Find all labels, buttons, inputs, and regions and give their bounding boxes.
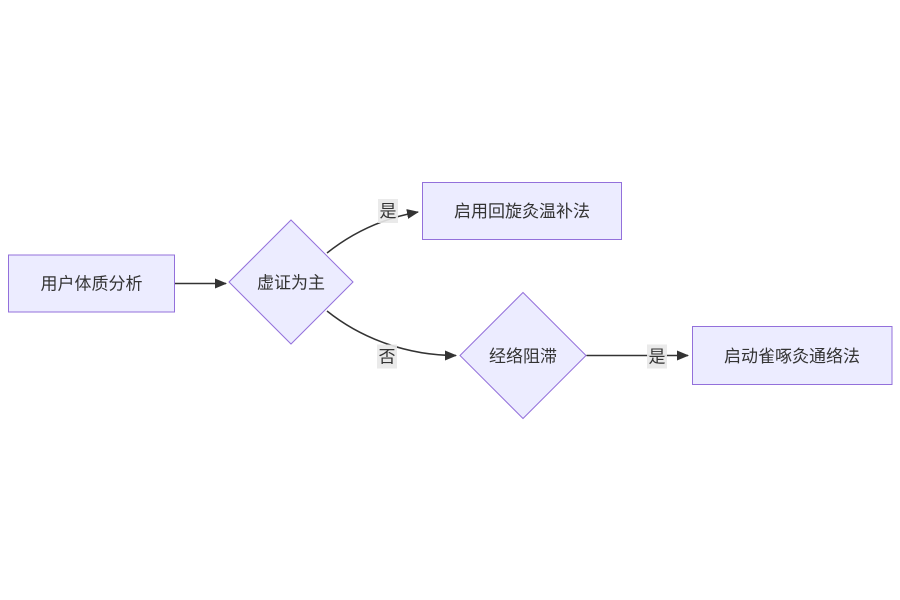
decision-meridian-blockage: 经络阻滞 [459, 291, 587, 420]
node-quezhuo-moxibustion: 启动雀啄灸通络法 [692, 326, 893, 385]
node-user-constitution-analysis-label: 用户体质分析 [41, 275, 143, 294]
node-quezhuo-moxibustion-shape [692, 326, 893, 385]
node-quezhuo-moxibustion-label: 启动雀啄灸通络法 [724, 347, 860, 366]
edge-label-no: 否 [377, 344, 397, 369]
decision-deficiency-syndrome-shape [228, 219, 354, 345]
decision-deficiency-syndrome: 虚证为主 [228, 219, 354, 345]
edge-label-yes-2-bg [647, 344, 667, 369]
edge-label-yes-2: 是 [647, 344, 667, 369]
decision-meridian-blockage-shape [459, 291, 587, 420]
node-huixuan-moxibustion-shape [422, 182, 622, 240]
edge-label-no-bg [377, 344, 397, 369]
edge-group [174, 209, 689, 361]
edge-label-yes-1-bg [378, 199, 398, 223]
node-user-constitution-analysis: 用户体质分析 [8, 254, 175, 313]
node-huixuan-moxibustion: 启用回旋灸温补法 [422, 182, 622, 240]
edge-label-yes-1-text: 是 [380, 202, 397, 221]
edge-deficiency-to-huixuan [326, 209, 419, 254]
edge-label-yes-2-text: 是 [649, 348, 666, 367]
decision-deficiency-syndrome-label: 虚证为主 [257, 274, 325, 293]
edge-deficiency-to-meridian [326, 310, 457, 361]
decision-meridian-blockage-label: 经络阻滞 [489, 347, 557, 366]
node-user-constitution-analysis-shape [8, 254, 175, 313]
edge-label-no-text: 否 [379, 348, 396, 367]
edge-label-yes-1: 是 [378, 199, 398, 223]
node-huixuan-moxibustion-label: 启用回旋灸温补法 [454, 202, 590, 221]
